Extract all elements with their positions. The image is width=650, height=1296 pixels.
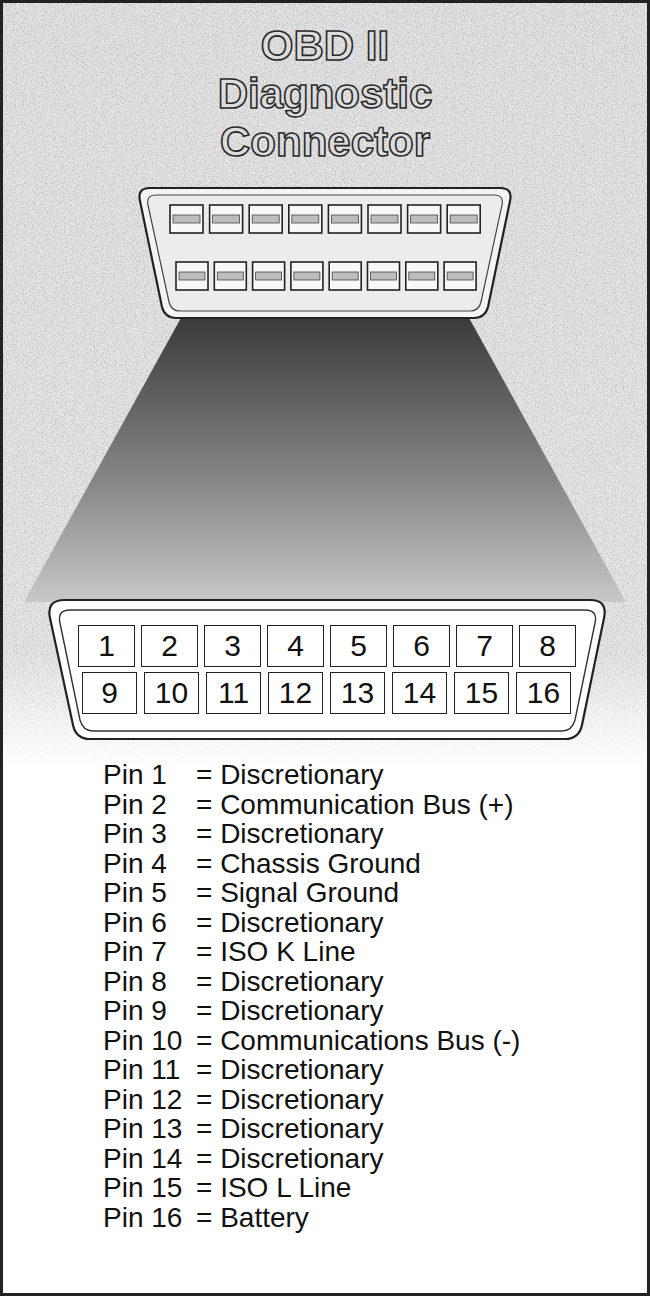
pin-number: 1 [98,629,115,663]
pin-socket [368,262,400,290]
connector-outline [49,600,604,739]
pin-name: Pin 11 [103,1055,180,1085]
pin-function: = Chassis Ground [196,849,421,879]
pin-number-box: 16 [516,672,571,714]
pin-socket [249,205,282,233]
pin-number-box: 1 [78,625,135,667]
pin-name: Pin 5 [103,878,167,908]
pin-name: Pin 10 [103,1026,182,1056]
pin-number: 13 [341,676,374,710]
pin-number: 10 [155,676,188,710]
connector-pins [170,205,480,290]
pin-number-box: 13 [330,672,385,714]
pin-number-box: 5 [330,625,387,667]
speckled-ground [0,0,650,770]
pin-name: Pin 14 [103,1144,182,1174]
pin-function: = Discretionary [196,996,384,1026]
pin-number: 8 [539,629,556,663]
pin-socket [447,205,480,233]
pin-number: 7 [476,629,493,663]
pin-name: Pin 1 [103,760,167,790]
pin-socket [170,205,203,233]
pin-name: Pin 4 [103,849,167,879]
pin-number: 14 [403,676,436,710]
pin-function: = Discretionary [196,908,384,938]
pin-number: 2 [161,629,178,663]
pin-number: 6 [413,629,430,663]
pin-number: 12 [279,676,312,710]
pin-number-box: 8 [519,625,576,667]
pin-name: Pin 12 [103,1085,182,1115]
pin-number-box: 9 [82,672,137,714]
pin-number-box: 15 [454,672,509,714]
pin-number-box: 6 [393,625,450,667]
pin-number: 15 [465,676,498,710]
pin-number: 9 [101,676,118,710]
pin-socket [444,262,476,290]
connector-housing [139,188,510,318]
pin-name: Pin 15 [103,1173,182,1203]
pin-name: Pin 16 [103,1203,182,1233]
pin-function: = Discretionary [196,967,384,997]
pin-name: Pin 13 [103,1114,182,1144]
pin-socket [176,262,208,290]
connector-inner-outline [59,610,595,731]
pin-number-box: 14 [392,672,447,714]
pin-function: = Discretionary [196,760,384,790]
pin-function: = ISO L Line [196,1173,351,1203]
pin-number-box: 2 [141,625,198,667]
pin-number: 4 [287,629,304,663]
pin-function: = Communication Bus (+) [196,790,513,820]
pin-name: Pin 9 [103,996,167,1026]
pin-function: = Discretionary [196,1144,384,1174]
pin-function: = Discretionary [196,1114,384,1144]
pin-function: = ISO K Line [196,937,356,967]
pin-number-box: 3 [204,625,261,667]
pin-number: 16 [527,676,560,710]
pin-socket [214,262,246,290]
pin-name: Pin 3 [103,819,167,849]
pin-name: Pin 7 [103,937,167,967]
pin-number-box: 12 [268,672,323,714]
pin-socket [329,262,361,290]
pin-name: Pin 8 [103,967,167,997]
pin-socket [253,262,285,290]
pin-socket [408,205,441,233]
pin-function: = Signal Ground [196,878,399,908]
pin-function: = Discretionary [196,1055,384,1085]
pin-number-box: 11 [206,672,261,714]
pin-socket [368,205,401,233]
pin-socket [328,205,361,233]
pin-function: = Communications Bus (-) [196,1026,520,1056]
title: OBD II Diagnostic Connector [195,22,455,166]
pin-function: = Discretionary [196,1085,384,1115]
pin-socket [291,262,323,290]
pin-number-box: 10 [144,672,199,714]
pin-socket [406,262,438,290]
pin-name: Pin 2 [103,790,167,820]
pin-socket [210,205,243,233]
pin-number: 5 [350,629,367,663]
pin-socket [289,205,322,233]
pin-number: 11 [218,676,249,710]
pin-function: = Battery [196,1203,309,1233]
projection-shadow [24,316,626,602]
connector-rim [148,195,503,311]
pin-name: Pin 6 [103,908,167,938]
pin-number-box: 4 [267,625,324,667]
pin-function: = Discretionary [196,819,384,849]
pin-number: 3 [224,629,241,663]
pin-number-box: 7 [456,625,513,667]
